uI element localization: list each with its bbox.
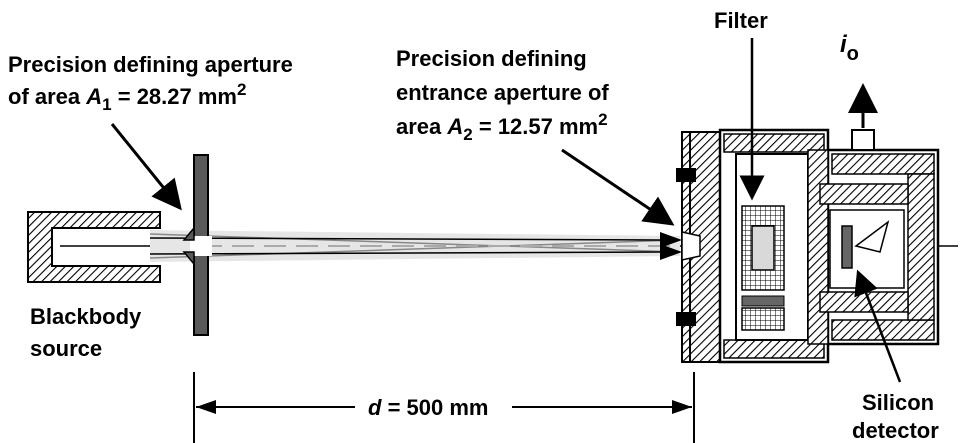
silicon-label-line1: Silicon	[862, 390, 934, 415]
aperture2-label-line3: area A2 = 12.57 mm2	[396, 110, 608, 144]
defining-aperture-a1	[182, 154, 212, 336]
aperture1-label-line1: Precision defining aperture	[8, 52, 293, 77]
aperture2-label-line1: Precision defining	[396, 46, 587, 71]
aperture1-label-line2: of area A1 = 28.27 mm2	[8, 80, 246, 114]
silicon-label-line2: detector	[852, 418, 939, 443]
distance-label: d = 500 mm	[368, 395, 488, 420]
blackbody-source	[27, 211, 161, 283]
aperture2-label-line2: entrance aperture of	[396, 80, 609, 105]
blackbody-label-line2: source	[30, 336, 102, 361]
radiometer	[676, 128, 940, 364]
blackbody-label-line1: Blackbody	[30, 304, 142, 329]
current-label: io	[840, 31, 859, 65]
aperture2-pointer	[561, 148, 675, 226]
filter-element	[741, 205, 785, 331]
radiation-beam	[149, 230, 681, 262]
distance-dimension	[193, 372, 695, 443]
beam-rays	[149, 232, 682, 260]
detector-pointer	[854, 269, 902, 383]
filter-label: Filter	[714, 8, 768, 33]
silicon-detector-element	[829, 209, 905, 289]
aperture1-pointer	[110, 123, 182, 211]
